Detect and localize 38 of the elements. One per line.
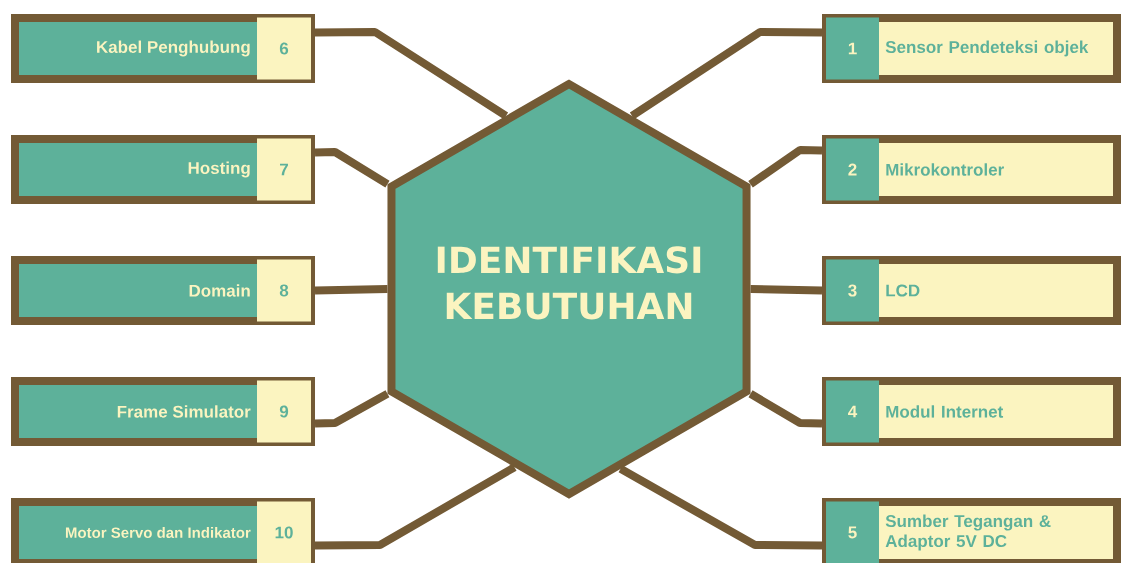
item-box [11,135,315,204]
item-box [822,256,1121,325]
number-cell: 6 [257,17,311,80]
number-cell: 7 [257,138,311,201]
connector-line [618,465,823,550]
item-label: Sumber Tegangan & Adaptor 5V DC [885,514,1051,551]
connector-line [748,390,823,428]
number-cell: 3 [826,259,879,322]
item-label: Hosting [188,161,250,178]
item-label: Modul Internet [886,405,1004,418]
item-label: Motor Servo dan Indikator [65,527,251,538]
connector-line [314,28,509,120]
number-cell: 2 [826,138,879,201]
item-box [822,135,1121,204]
item-label: Kabel Penghubung [97,40,250,57]
item-label: Sensor Pendeteksi objek [885,40,1089,57]
number-cell: 9 [257,380,311,443]
item-label: LCD [886,284,920,297]
connector-line [314,463,517,550]
connector-line [314,390,390,428]
item-box [11,498,315,563]
number-cell: 8 [257,259,311,322]
number-cell: 4 [826,380,879,443]
item-box [11,256,315,325]
item-label: Mikrokontroler [886,163,1004,176]
connector-line [629,28,823,120]
item-box [822,498,1121,563]
number-cell: 1 [826,17,879,80]
connector-line [748,146,823,188]
item-label: Domain [189,284,250,297]
item-box [11,377,315,446]
connector-line [314,148,390,188]
number-cell: 5 [826,501,879,563]
item-label: Frame Simulator [117,405,251,418]
number-cell: 10 [257,501,311,563]
item-box [822,14,1121,83]
item-box [822,377,1121,446]
item-box [11,14,315,83]
